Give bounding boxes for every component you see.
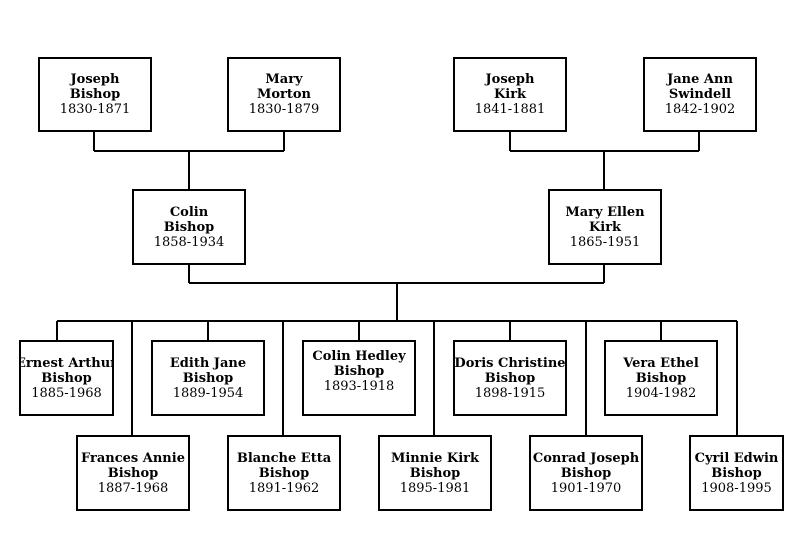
person-first-line: Ernest Arthur <box>19 355 114 371</box>
person-first-line: Edith Jane <box>169 355 247 371</box>
person-vera-ethel-bishop: Vera Ethel Bishop 1904-1982 <box>604 340 718 416</box>
person-second-line: Bishop <box>484 370 536 386</box>
person-minnie-kirk-bishop: Minnie Kirk Bishop 1895-1981 <box>378 435 492 511</box>
person-cyril-edwin-bishop: Cyril Edwin Bishop 1908-1995 <box>689 435 784 511</box>
person-second-line: Bishop <box>711 465 762 481</box>
person-second-line: Bishop <box>635 370 687 386</box>
person-colin-hedley-bishop: Colin Hedley Bishop 1893-1918 <box>302 340 416 416</box>
person-second-line: Morton <box>256 87 312 102</box>
person-dates: 1830-1879 <box>248 102 320 117</box>
person-jane-ann-swindell: Jane Ann Swindell 1842-1902 <box>643 57 757 132</box>
person-first-line: Colin Hedley <box>312 349 406 364</box>
person-first-line: Doris Christine <box>454 355 566 371</box>
person-colin-bishop: Colin Bishop 1858-1934 <box>132 189 246 265</box>
person-mary-ellen-kirk: Mary Ellen Kirk 1865-1951 <box>548 189 662 265</box>
person-second-line: Bishop <box>41 370 92 386</box>
person-first-line: Mary <box>265 72 303 87</box>
person-dates: 1885-1968 <box>31 385 102 401</box>
person-dates: 1895-1981 <box>399 480 471 496</box>
person-dates: 1858-1934 <box>153 234 225 250</box>
person-joseph-kirk: Joseph Kirk 1841-1881 <box>453 57 567 132</box>
person-second-line: Bishop <box>258 465 310 481</box>
person-ernest-arthur-bishop: Ernest Arthur Bishop 1885-1968 <box>19 340 114 416</box>
person-first-line: Blanche Etta <box>236 450 332 466</box>
person-frances-annie-bishop: Frances Annie Bishop 1887-1968 <box>76 435 190 511</box>
person-dates: 1889-1954 <box>172 385 244 401</box>
person-dates: 1901-1970 <box>550 480 622 496</box>
person-joseph-bishop: Joseph Bishop 1830-1871 <box>38 57 152 132</box>
person-first-line: Jane Ann <box>667 72 733 87</box>
person-second-line: Bishop <box>560 465 612 481</box>
person-dates: 1891-1962 <box>248 480 320 496</box>
person-dates: 1865-1951 <box>569 234 641 250</box>
person-conrad-joseph-bishop: Conrad Joseph Bishop 1901-1970 <box>529 435 643 511</box>
person-second-line: Bishop <box>409 465 461 481</box>
person-second-line: Kirk <box>588 219 622 235</box>
person-dates: 1830-1871 <box>59 102 131 117</box>
person-first-line: Vera Ethel <box>623 355 699 371</box>
person-dates: 1893-1918 <box>323 379 395 394</box>
person-edith-jane-bishop: Edith Jane Bishop 1889-1954 <box>151 340 265 416</box>
person-dates: 1898-1915 <box>474 385 546 401</box>
person-second-line: Bishop <box>69 87 121 102</box>
person-dates: 1887-1968 <box>97 480 169 496</box>
person-first-line: Cyril Edwin <box>694 450 779 466</box>
person-second-line: Bishop <box>182 370 234 386</box>
connector-lines <box>56 131 738 435</box>
person-first-line: Frances Annie <box>81 450 185 466</box>
person-blanche-etta-bishop: Blanche Etta Bishop 1891-1962 <box>227 435 341 511</box>
person-mary-morton: Mary Morton 1830-1879 <box>227 57 341 132</box>
person-doris-christine-bishop: Doris Christine Bishop 1898-1915 <box>453 340 567 416</box>
person-second-line: Bishop <box>333 364 385 379</box>
person-dates: 1908-1995 <box>701 480 772 496</box>
person-first-line: Minnie Kirk <box>390 450 480 466</box>
person-second-line: Swindell <box>668 87 732 102</box>
person-dates: 1904-1982 <box>625 385 697 401</box>
person-dates: 1842-1902 <box>664 102 736 117</box>
person-first-line: Mary Ellen <box>565 204 645 220</box>
person-dates: 1841-1881 <box>474 102 546 117</box>
person-second-line: Bishop <box>163 219 215 235</box>
person-first-line: Conrad Joseph <box>532 450 640 466</box>
person-first-line: Joseph <box>70 72 120 87</box>
person-first-line: Colin <box>169 204 209 220</box>
person-second-line: Bishop <box>107 465 159 481</box>
person-second-line: Kirk <box>493 87 527 102</box>
person-first-line: Joseph <box>485 72 535 87</box>
